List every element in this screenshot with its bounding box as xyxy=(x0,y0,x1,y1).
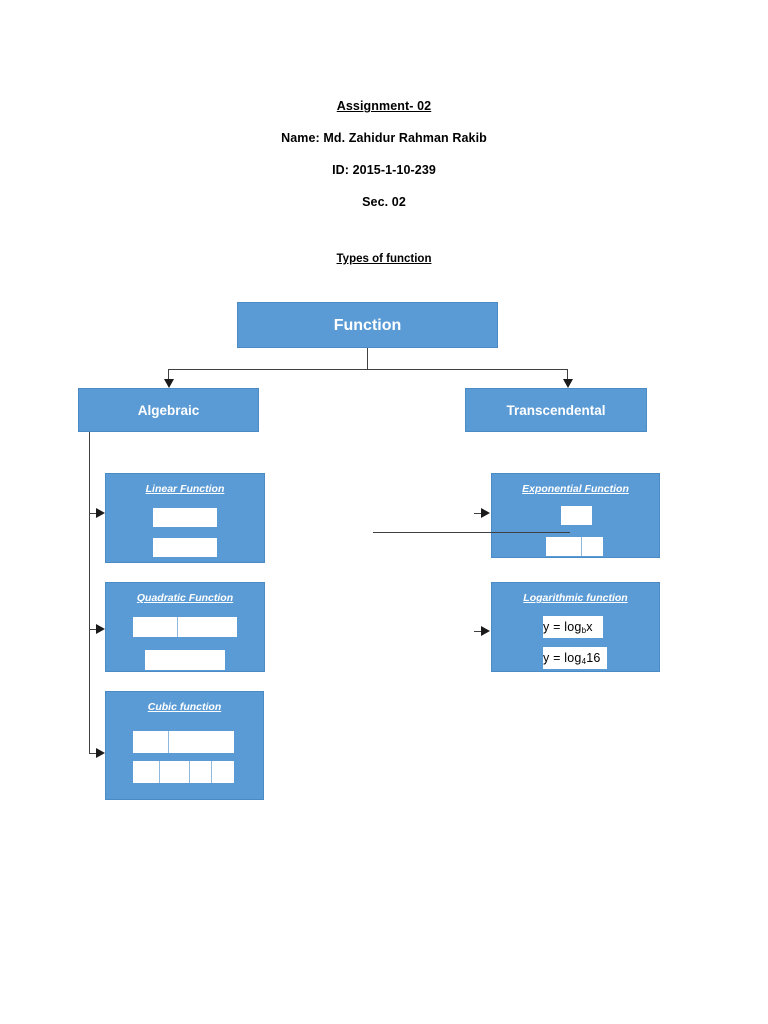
assignment-title: Assignment- 02 xyxy=(336,99,432,113)
diagram-section-title: Types of function xyxy=(336,253,432,265)
cubic-cell-3[interactable] xyxy=(133,761,160,783)
linear-row-2[interactable] xyxy=(153,538,217,557)
arrowhead-algebraic-icon xyxy=(164,379,174,388)
stray-horizontal-line xyxy=(373,532,570,534)
node-quadratic-function-label: Quadratic Function xyxy=(136,592,234,604)
node-transcendental[interactable]: Transcendental xyxy=(465,388,647,432)
arrowhead-exponential-icon xyxy=(481,508,490,518)
cubic-cell-2[interactable] xyxy=(168,731,234,753)
connector-root-bus xyxy=(168,369,568,371)
student-name: Name: Md. Zahidur Rahman Rakib xyxy=(281,131,487,145)
cubic-cell-5[interactable] xyxy=(188,761,211,783)
formula-log-example: y = log416 xyxy=(543,650,601,666)
cubic-row-2[interactable] xyxy=(133,761,234,783)
node-function-label: Function xyxy=(333,317,402,334)
cubic-cell-4[interactable] xyxy=(159,761,189,783)
quadratic-row-2[interactable] xyxy=(145,650,225,670)
connector-to-algebraic xyxy=(168,369,170,382)
cubic-cell-6[interactable] xyxy=(210,761,234,783)
linear-row-1[interactable] xyxy=(153,508,217,527)
arrowhead-quadratic-icon xyxy=(96,624,105,634)
quadratic-cell-1[interactable] xyxy=(133,617,177,637)
node-cubic-function-label: Cubic function xyxy=(147,701,222,713)
node-linear-function-label: Linear Function xyxy=(145,483,225,495)
exponential-row-2[interactable] xyxy=(546,537,603,556)
node-algebraic[interactable]: Algebraic xyxy=(78,388,259,432)
connector-algebraic-spine xyxy=(89,432,91,754)
logarithmic-row-2[interactable]: y = log416 xyxy=(543,647,607,669)
section-number: Sec. 02 xyxy=(362,195,406,209)
connector-algebraic-to-quadratic xyxy=(89,629,101,631)
exponential-cell-3[interactable] xyxy=(581,537,603,556)
logarithmic-cell-2[interactable]: y = log416 xyxy=(543,647,601,669)
node-exponential-function-label: Exponential Function xyxy=(522,483,629,495)
connector-to-transcendental xyxy=(567,369,569,382)
connector-algebraic-to-cubic xyxy=(89,753,101,755)
student-id: ID: 2015-1-10-239 xyxy=(332,163,436,177)
connector-root-stem xyxy=(367,348,369,370)
quadratic-row-1[interactable] xyxy=(133,617,237,637)
logarithmic-row-1[interactable]: y = logbx xyxy=(543,616,603,638)
cubic-cell-1[interactable] xyxy=(133,731,169,753)
logarithmic-cell-1[interactable]: y = logbx xyxy=(543,616,593,638)
arrowhead-linear-icon xyxy=(96,508,105,518)
exponential-row-1[interactable] xyxy=(561,506,592,525)
node-algebraic-label: Algebraic xyxy=(137,403,200,418)
arrowhead-cubic-icon xyxy=(96,748,105,758)
connector-algebraic-to-linear xyxy=(89,513,101,515)
connector-to-exponential xyxy=(474,513,486,515)
node-logarithmic-function-label: Logarithmic function xyxy=(523,592,628,604)
connector-to-logarithmic xyxy=(474,631,486,633)
exponential-cell-2[interactable] xyxy=(546,537,582,556)
cubic-row-1[interactable] xyxy=(133,731,234,753)
arrowhead-transcendental-icon xyxy=(563,379,573,388)
quadratic-cell-2[interactable] xyxy=(176,617,237,637)
arrowhead-logarithmic-icon xyxy=(481,626,490,636)
formula-log-general: y = logbx xyxy=(543,619,593,635)
document-header: Assignment- 02 Name: Md. Zahidur Rahman … xyxy=(0,90,768,218)
node-function[interactable]: Function xyxy=(237,302,498,348)
node-transcendental-label: Transcendental xyxy=(506,403,606,418)
